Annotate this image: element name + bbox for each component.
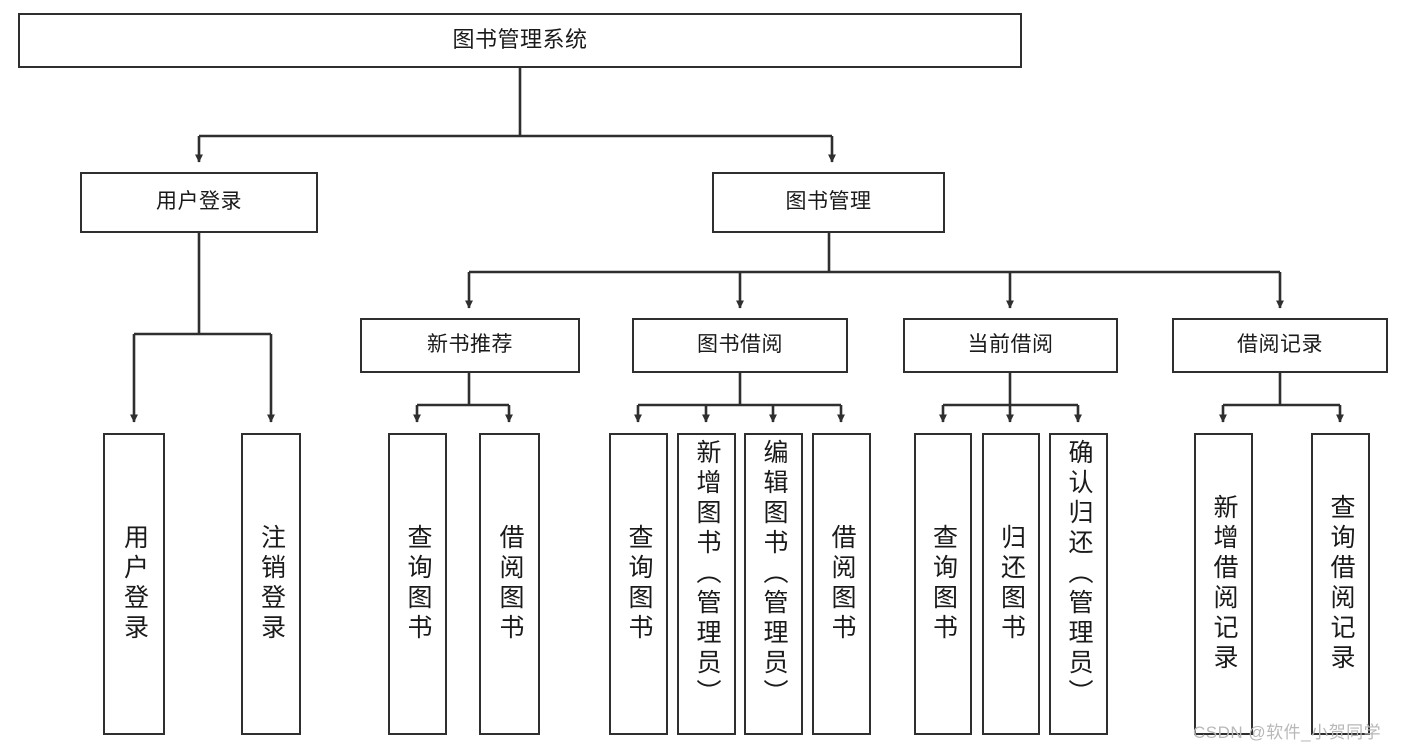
node-leaf-logout[interactable]: 注销登录 bbox=[241, 433, 301, 735]
node-book-borrow[interactable]: 图书借阅 bbox=[632, 318, 848, 373]
node-label: 借阅图书 bbox=[496, 524, 524, 644]
node-label: 图书管理 bbox=[785, 190, 872, 214]
node-leaf-add-borrow-record[interactable]: 新增借阅记录 bbox=[1194, 433, 1253, 735]
node-leaf-return-book[interactable]: 归还图书 bbox=[982, 433, 1040, 735]
node-leaf-query-book-current[interactable]: 查询图书 bbox=[914, 433, 972, 735]
node-label: 编辑图书（管理员） bbox=[760, 439, 788, 709]
node-user-login[interactable]: 用户登录 bbox=[80, 172, 318, 233]
node-label: 查询图书 bbox=[404, 524, 432, 644]
node-label: 注销登录 bbox=[257, 524, 286, 644]
node-leaf-query-book-recommend[interactable]: 查询图书 bbox=[388, 433, 447, 735]
node-label: 查询图书 bbox=[625, 524, 653, 644]
node-label: 查询图书 bbox=[929, 524, 958, 644]
node-leaf-borrow-book-recommend[interactable]: 借阅图书 bbox=[479, 433, 540, 735]
node-leaf-borrow-book[interactable]: 借阅图书 bbox=[812, 433, 871, 735]
node-leaf-user-login[interactable]: 用户登录 bbox=[103, 433, 165, 735]
node-label: 当前借阅 bbox=[967, 333, 1054, 357]
node-label: 归还图书 bbox=[997, 524, 1026, 644]
node-label: 用户登录 bbox=[156, 190, 242, 214]
node-label: 新增借阅记录 bbox=[1210, 494, 1238, 674]
node-book-management[interactable]: 图书管理 bbox=[712, 172, 945, 233]
node-root-system[interactable]: 图书管理系统 bbox=[18, 13, 1022, 68]
csdn-watermark: CSDN @软件_小贺同学 bbox=[1193, 723, 1382, 742]
node-leaf-confirm-return-admin[interactable]: 确认归还（管理员） bbox=[1049, 433, 1108, 735]
node-label: 新增图书（管理员） bbox=[693, 439, 721, 709]
node-label: 查询借阅记录 bbox=[1327, 494, 1355, 674]
node-new-book-recommend[interactable]: 新书推荐 bbox=[360, 318, 580, 373]
node-label: 新书推荐 bbox=[427, 333, 513, 357]
node-borrow-record[interactable]: 借阅记录 bbox=[1172, 318, 1388, 373]
node-leaf-edit-book-admin[interactable]: 编辑图书（管理员） bbox=[744, 433, 803, 735]
node-label: 图书借阅 bbox=[697, 333, 783, 357]
node-leaf-query-book-borrow[interactable]: 查询图书 bbox=[609, 433, 668, 735]
node-label: 借阅记录 bbox=[1237, 333, 1323, 357]
node-label: 确认归还（管理员） bbox=[1065, 439, 1093, 709]
node-label: 借阅图书 bbox=[828, 524, 856, 644]
node-leaf-query-borrow-record[interactable]: 查询借阅记录 bbox=[1311, 433, 1370, 735]
node-current-borrow[interactable]: 当前借阅 bbox=[903, 318, 1118, 373]
node-leaf-add-book-admin[interactable]: 新增图书（管理员） bbox=[677, 433, 736, 735]
node-label: 用户登录 bbox=[120, 524, 149, 644]
node-label: 图书管理系统 bbox=[452, 27, 588, 53]
